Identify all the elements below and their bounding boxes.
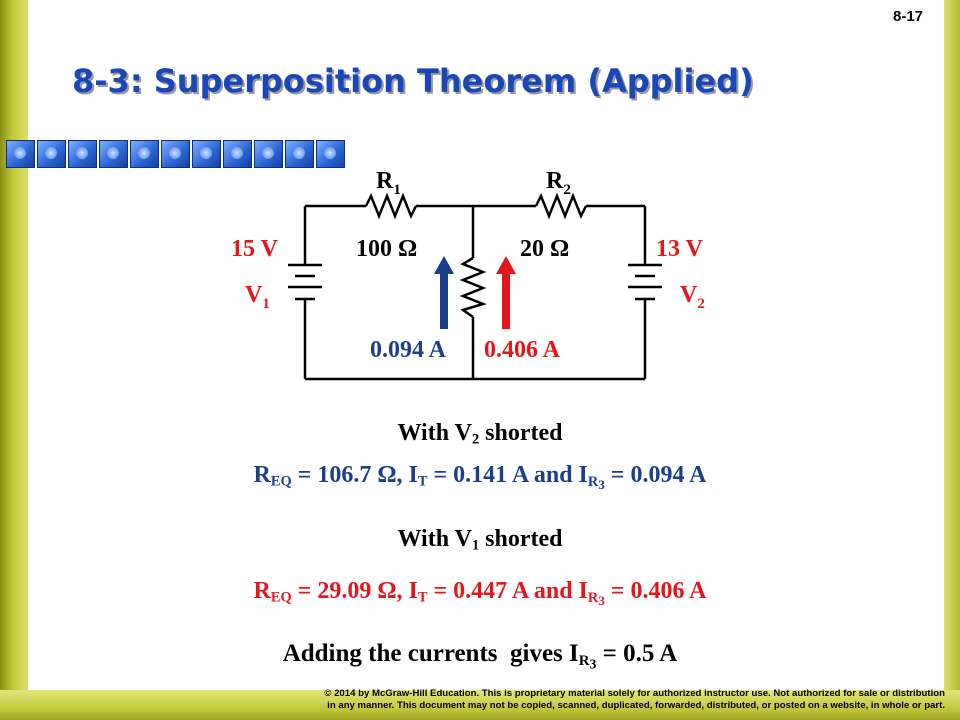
slide-frame-left [0, 0, 28, 720]
tile-icon [223, 140, 252, 168]
case1-i-value: = 0.094 A [604, 462, 707, 488]
total-i-sub: R3 [578, 652, 597, 672]
tile-icon [285, 140, 314, 168]
v2-value-label: 13 V [656, 236, 704, 262]
tile-icon [6, 140, 35, 168]
case1-r-sub: EQ [270, 473, 292, 490]
case2-i-value: = 0.406 A [604, 578, 707, 604]
case1-i-sub: R3 [587, 473, 605, 492]
case2-heading-text: With V [397, 526, 472, 552]
case1-i-subsub: 3 [598, 476, 605, 492]
tile-icon [192, 140, 221, 168]
case2-heading-sub: 1 [471, 537, 480, 554]
case1-t-sub: T [417, 473, 428, 490]
slide-frame-right [944, 0, 960, 720]
total-text: Adding the currents gives I [282, 640, 579, 667]
slide-frame-bottom [0, 690, 960, 720]
case1-heading: With V2 shorted [0, 420, 960, 449]
case2-i-sub: R3 [587, 589, 605, 608]
current-v2-label: 0.406 A [484, 337, 561, 363]
case1-r-symbol: R [253, 462, 271, 488]
v1-label: V1 [245, 282, 270, 312]
copyright-footer: © 2014 by McGraw-Hill Education. This is… [200, 688, 945, 712]
current-arrow-v1-icon [434, 256, 454, 329]
battery-v2-symbol [628, 263, 662, 301]
circuit-wires [303, 204, 647, 381]
case1-heading-post: shorted [479, 420, 563, 446]
tile-icon [68, 140, 97, 168]
v1-value-label: 15 V [231, 236, 279, 262]
tile-icon [37, 140, 66, 168]
total-i-subsub: 3 [589, 656, 597, 672]
resistor-r1-symbol [364, 192, 418, 220]
resistor-r3-symbol [459, 256, 487, 319]
decorative-tile-strip [6, 140, 347, 170]
case2-i-subsub: 3 [598, 592, 605, 608]
case1-heading-text: With V [397, 420, 472, 446]
tile-icon [254, 140, 283, 168]
tile-icon [316, 140, 345, 168]
case2-t-value: = 0.447 A and I [427, 578, 588, 604]
case2-result: REQ = 29.09 Ω, IT = 0.447 A and IR3 = 0.… [0, 578, 960, 609]
tile-icon [161, 140, 190, 168]
case1-result: REQ = 106.7 Ω, IT = 0.141 A and IR3 = 0.… [0, 462, 960, 493]
total-value: = 0.5 A [596, 640, 678, 667]
current-arrow-v2-icon [496, 256, 516, 329]
case1-r-value: = 106.7 Ω, I [291, 462, 418, 488]
case2-r-symbol: R [253, 578, 271, 604]
tile-icon [130, 140, 159, 168]
tile-icon [99, 140, 128, 168]
copyright-line-2: in any manner. This document may not be … [327, 700, 945, 711]
slide-title: 8-3: Superposition Theorem (Applied) [72, 62, 754, 100]
case2-heading: With V1 shorted [0, 526, 960, 555]
r2-value-label: 20 Ω [520, 236, 569, 262]
case1-i-sub-text: R [587, 473, 599, 490]
v2-label: V2 [680, 282, 705, 312]
case2-t-sub: T [417, 589, 428, 606]
total-result: Adding the currents gives IR3 = 0.5 A [0, 640, 960, 672]
total-i-sub-text: R [578, 652, 590, 669]
case1-t-value: = 0.141 A and I [427, 462, 588, 488]
copyright-line-1: © 2014 by McGraw-Hill Education. This is… [324, 688, 945, 699]
r1-value-label: 100 Ω [356, 236, 417, 262]
page-number: 8-17 [893, 8, 924, 25]
case2-i-sub-text: R [587, 589, 599, 606]
case2-r-sub: EQ [270, 589, 292, 606]
case2-r-value: = 29.09 Ω, I [291, 578, 418, 604]
resistor-r2-symbol [534, 192, 588, 220]
battery-v1-symbol [288, 263, 322, 301]
case2-heading-post: shorted [479, 526, 563, 552]
case1-heading-sub: 2 [471, 431, 480, 448]
r1-label: R1 [376, 168, 401, 198]
r2-label: R2 [546, 168, 571, 198]
current-v1-label: 0.094 A [370, 337, 447, 363]
